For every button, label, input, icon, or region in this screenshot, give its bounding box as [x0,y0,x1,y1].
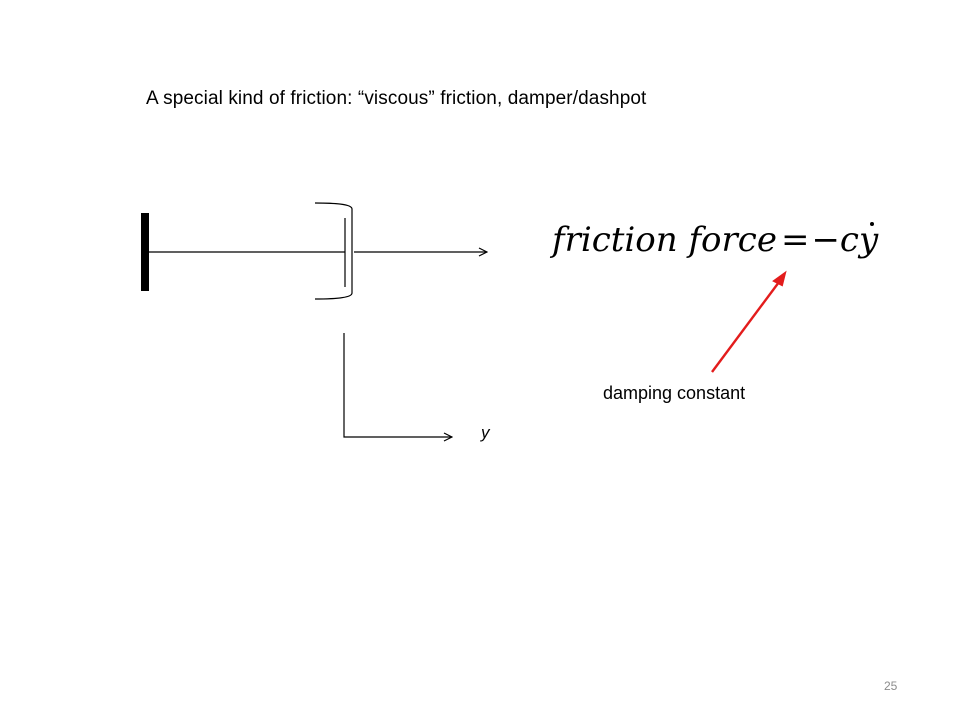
wall [141,213,149,291]
friction-formula: friction force=−cy [552,220,878,260]
axis-label-y: y [481,423,490,442]
formula-equals: = [780,220,810,260]
damping-constant-label: damping constant [603,383,746,403]
page-number: 25 [884,679,898,693]
formula-rhs-prefix: −c [811,220,859,260]
formula-velocity: y [858,220,879,260]
dashpot-cylinder [314,202,353,300]
slide-title: A special kind of friction: “viscous” fr… [146,88,647,109]
formula-lhs: friction force [552,220,777,260]
annotation-arrow [711,277,783,373]
coordinate-axis [343,333,452,437]
annotation-arrowhead [772,270,787,287]
